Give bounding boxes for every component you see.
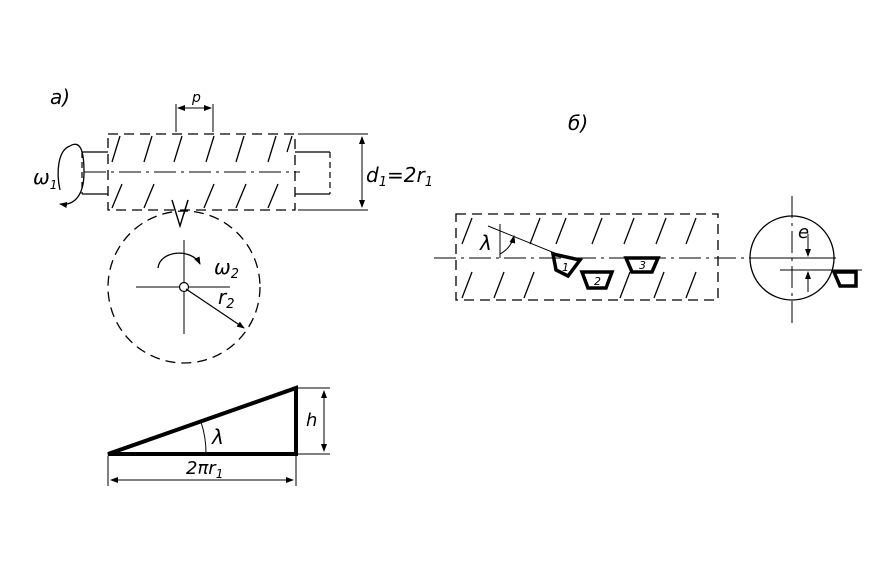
- omega2-label: ω2: [214, 255, 239, 282]
- left-shaft: [81, 151, 108, 195]
- wheel-tooth-mark: [183, 199, 189, 215]
- pitch-dimension: [175, 104, 214, 132]
- tooth-side-profile: [831, 270, 858, 288]
- panel-a: а): [33, 85, 433, 364]
- base-label: 2πr1: [186, 458, 223, 481]
- omega1-label: ω1: [33, 165, 57, 192]
- tooth-1-label: 1: [562, 261, 569, 274]
- worm-wheel: [107, 210, 261, 364]
- lead-angle-label: λ: [211, 425, 224, 449]
- tooth-3-label: 3: [639, 259, 646, 272]
- right-shaft: [295, 151, 331, 195]
- base-dimension: [107, 456, 297, 486]
- worm-threads: [111, 135, 293, 209]
- worm-threads-b: [461, 217, 697, 299]
- offset-label: e: [798, 222, 809, 243]
- omega2-rotation-arrow: [157, 252, 201, 269]
- pitch-label: p: [191, 90, 201, 106]
- omega1-rotation-arrow: [59, 143, 85, 208]
- omega1-rotation-arc: [57, 145, 71, 191]
- tooth-2: 2: [579, 270, 615, 290]
- tooth-3: 3: [623, 256, 661, 274]
- r2-label: r2: [218, 285, 235, 312]
- panel-b-label: б): [568, 111, 588, 135]
- lambda-reference-line: [487, 225, 563, 257]
- panel-a-label: а): [50, 85, 70, 109]
- height-dimension: [298, 387, 330, 455]
- r2-radius-arrow: [185, 288, 245, 329]
- lead-angle-arc: [200, 421, 207, 455]
- worm-body-b: [455, 213, 719, 301]
- lead-triangle-shape: [107, 385, 298, 456]
- lambda-label-b: λ: [479, 231, 492, 255]
- diameter-label: d1=2r1: [366, 163, 433, 190]
- diameter-dimension: [298, 133, 368, 211]
- panel-b: б) λ 1 2: [434, 111, 862, 324]
- tooth-1: 1: [550, 251, 584, 279]
- wheel-tooth-profile: [171, 199, 189, 229]
- lead-triangle: λ h 2πr1: [107, 385, 330, 486]
- lambda-angle-arc: [499, 235, 516, 255]
- tooth-2-label: 2: [594, 275, 601, 288]
- height-label: h: [306, 410, 317, 431]
